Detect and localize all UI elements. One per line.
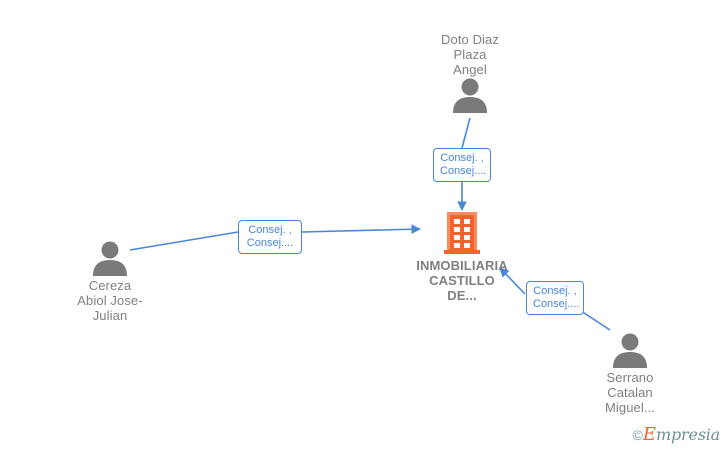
edge-label-cereza[interactable]: Consej. , Consej.... [238, 220, 302, 254]
watermark-empresia: ©Empresia [632, 424, 721, 445]
node-label-doto-diaz: Doto Diaz Plaza Angel [441, 32, 499, 77]
node-person-serrano-catalan[interactable]: Serrano Catalan Miguel... [570, 332, 690, 415]
edge-line-doto-upper [461, 117, 471, 149]
copyright-icon: © [632, 427, 643, 443]
person-icon [410, 77, 530, 113]
edge-label-serrano[interactable]: Consej. , Consej.... [526, 281, 584, 315]
node-person-cereza-abiol[interactable]: Cereza Abiol Jose- Julian [50, 240, 170, 323]
node-label-cereza-abiol: Cereza Abiol Jose- Julian [77, 278, 143, 323]
person-icon [50, 240, 170, 276]
node-person-doto-diaz[interactable]: Doto Diaz Plaza Angel [410, 30, 530, 113]
node-company-inmobiliaria-castillo[interactable]: INMOBILIARIA CASTILLO DE... [402, 210, 522, 303]
building-icon [402, 210, 522, 256]
node-label-serrano-catalan: Serrano Catalan Miguel... [604, 370, 656, 415]
edge-label-doto[interactable]: Consej. , Consej.... [433, 148, 491, 182]
node-label-inmobiliaria-castillo: INMOBILIARIA CASTILLO DE... [416, 258, 508, 303]
brand-initial: E [642, 424, 656, 445]
person-icon [570, 332, 690, 368]
brand-name: mpresia [656, 425, 720, 444]
